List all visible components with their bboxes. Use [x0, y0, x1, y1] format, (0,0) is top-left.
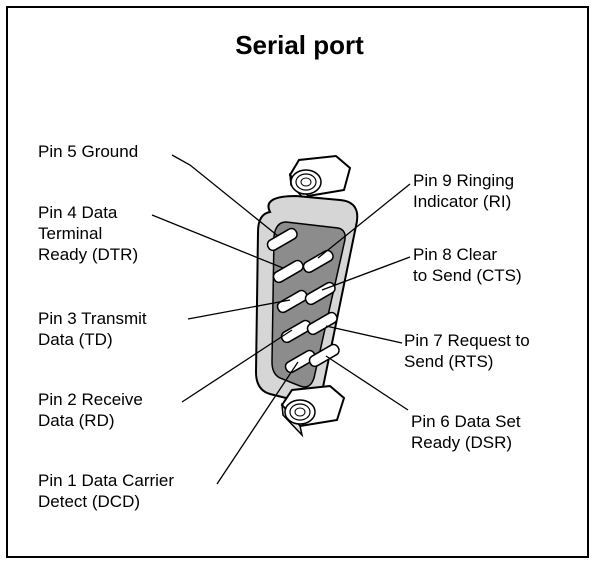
leader-pin7: [325, 325, 403, 344]
leader-pin4: [151, 214, 284, 269]
pin-4: [272, 259, 304, 284]
leader-pin3: [187, 299, 291, 320]
leader-pin2: [181, 329, 293, 403]
pins: [266, 227, 340, 374]
leader-pin8: [321, 256, 411, 291]
leader-pin5: [171, 154, 279, 237]
pin-5: [266, 227, 298, 252]
pin-9: [302, 249, 334, 274]
leader-pin9: [317, 183, 411, 259]
pin-3: [276, 289, 308, 314]
leader-lines: [151, 154, 411, 485]
leader-pin1: [216, 361, 299, 485]
pin-7: [306, 311, 338, 336]
diagram-title: Serial port: [235, 30, 364, 60]
pin-1: [284, 349, 316, 374]
top-hex-nut: [288, 154, 352, 208]
pin-6: [308, 343, 340, 368]
bottom-hex-nut: [280, 384, 346, 438]
label-pin5: Pin 5 Ground: [38, 142, 139, 161]
leader-pin6: [325, 355, 409, 411]
